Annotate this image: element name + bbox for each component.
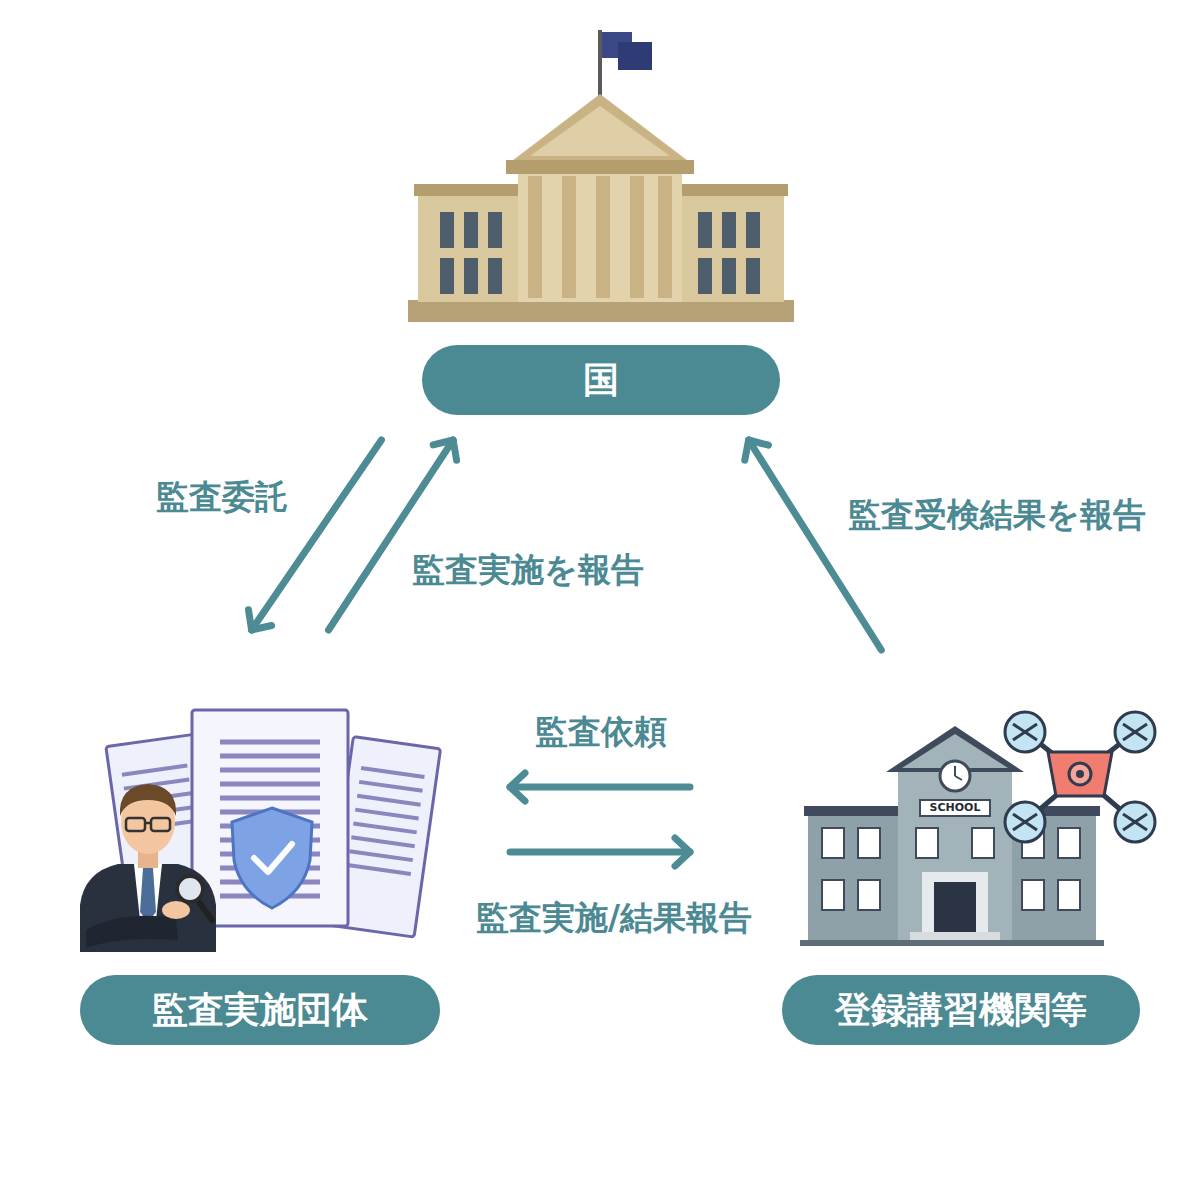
entity-pill: 監査実施団体 — [80, 975, 440, 1045]
drone — [1005, 712, 1155, 842]
flow-arrow — [510, 784, 690, 791]
sign-text: SCHOOL — [920, 800, 990, 816]
entity-name: 監査実施団体 — [152, 992, 368, 1028]
entity-node: 監査実施団体 — [70, 630, 510, 1050]
entity-node: 国 — [360, 30, 840, 440]
entity-pill: 登録講習機関等 — [782, 975, 1140, 1045]
audit-documents — [106, 710, 441, 937]
inspector-figure — [80, 784, 216, 952]
arrow-label: 監査実施/結果報告 — [472, 900, 756, 936]
entity-node: 登録講習機関等 — [690, 650, 1170, 1050]
entity-pill: 国 — [422, 345, 780, 415]
flow-arrow — [329, 440, 454, 630]
arrow-label: 監査依頼 — [531, 714, 671, 750]
entity-name: 国 — [583, 362, 619, 398]
arrow-label: 監査受検結果を報告 — [844, 497, 1150, 533]
government-building — [408, 30, 794, 322]
flow-arrow — [252, 440, 382, 630]
arrow-label: 監査委託 — [152, 479, 292, 515]
flow-arrow — [749, 440, 882, 650]
arrow-label: 監査実施を報告 — [408, 552, 648, 588]
entity-name: 登録講習機関等 — [835, 992, 1087, 1028]
flow-arrow — [510, 849, 690, 856]
